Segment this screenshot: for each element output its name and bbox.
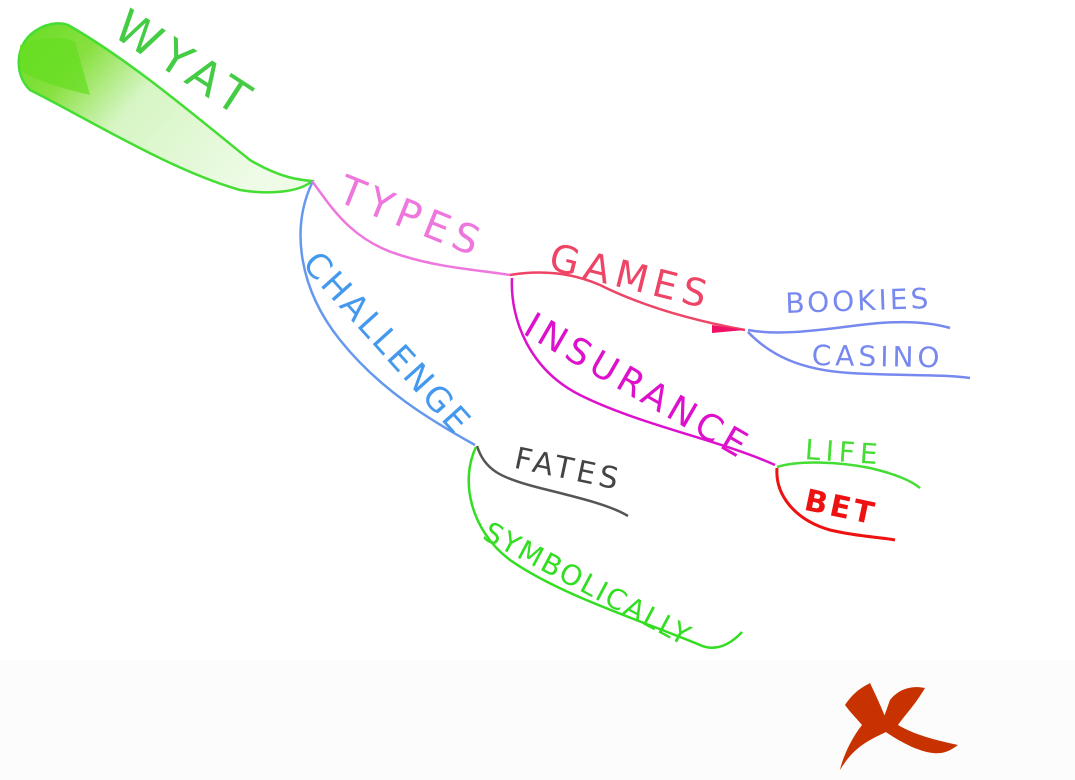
insurance-branch-line xyxy=(510,277,776,467)
branch-label-life: LIFE xyxy=(803,433,884,472)
branch-label-casino: CASINO xyxy=(811,339,944,375)
casino-branch-line xyxy=(747,331,971,380)
games-branch-end xyxy=(712,325,745,333)
fates-branch-line xyxy=(475,445,629,518)
bookies-branch-line xyxy=(747,320,951,334)
bet-branch-line xyxy=(775,467,896,542)
symbolically-branch-line xyxy=(467,446,743,649)
games-branch-line xyxy=(509,271,746,332)
red-cross-mark xyxy=(840,683,958,770)
life-branch-line xyxy=(776,461,921,489)
branch-label-bookies: BOOKIES xyxy=(784,281,932,320)
types-branch-line xyxy=(310,180,511,277)
root-shading xyxy=(20,38,90,95)
challenge-branch-line xyxy=(299,182,476,447)
